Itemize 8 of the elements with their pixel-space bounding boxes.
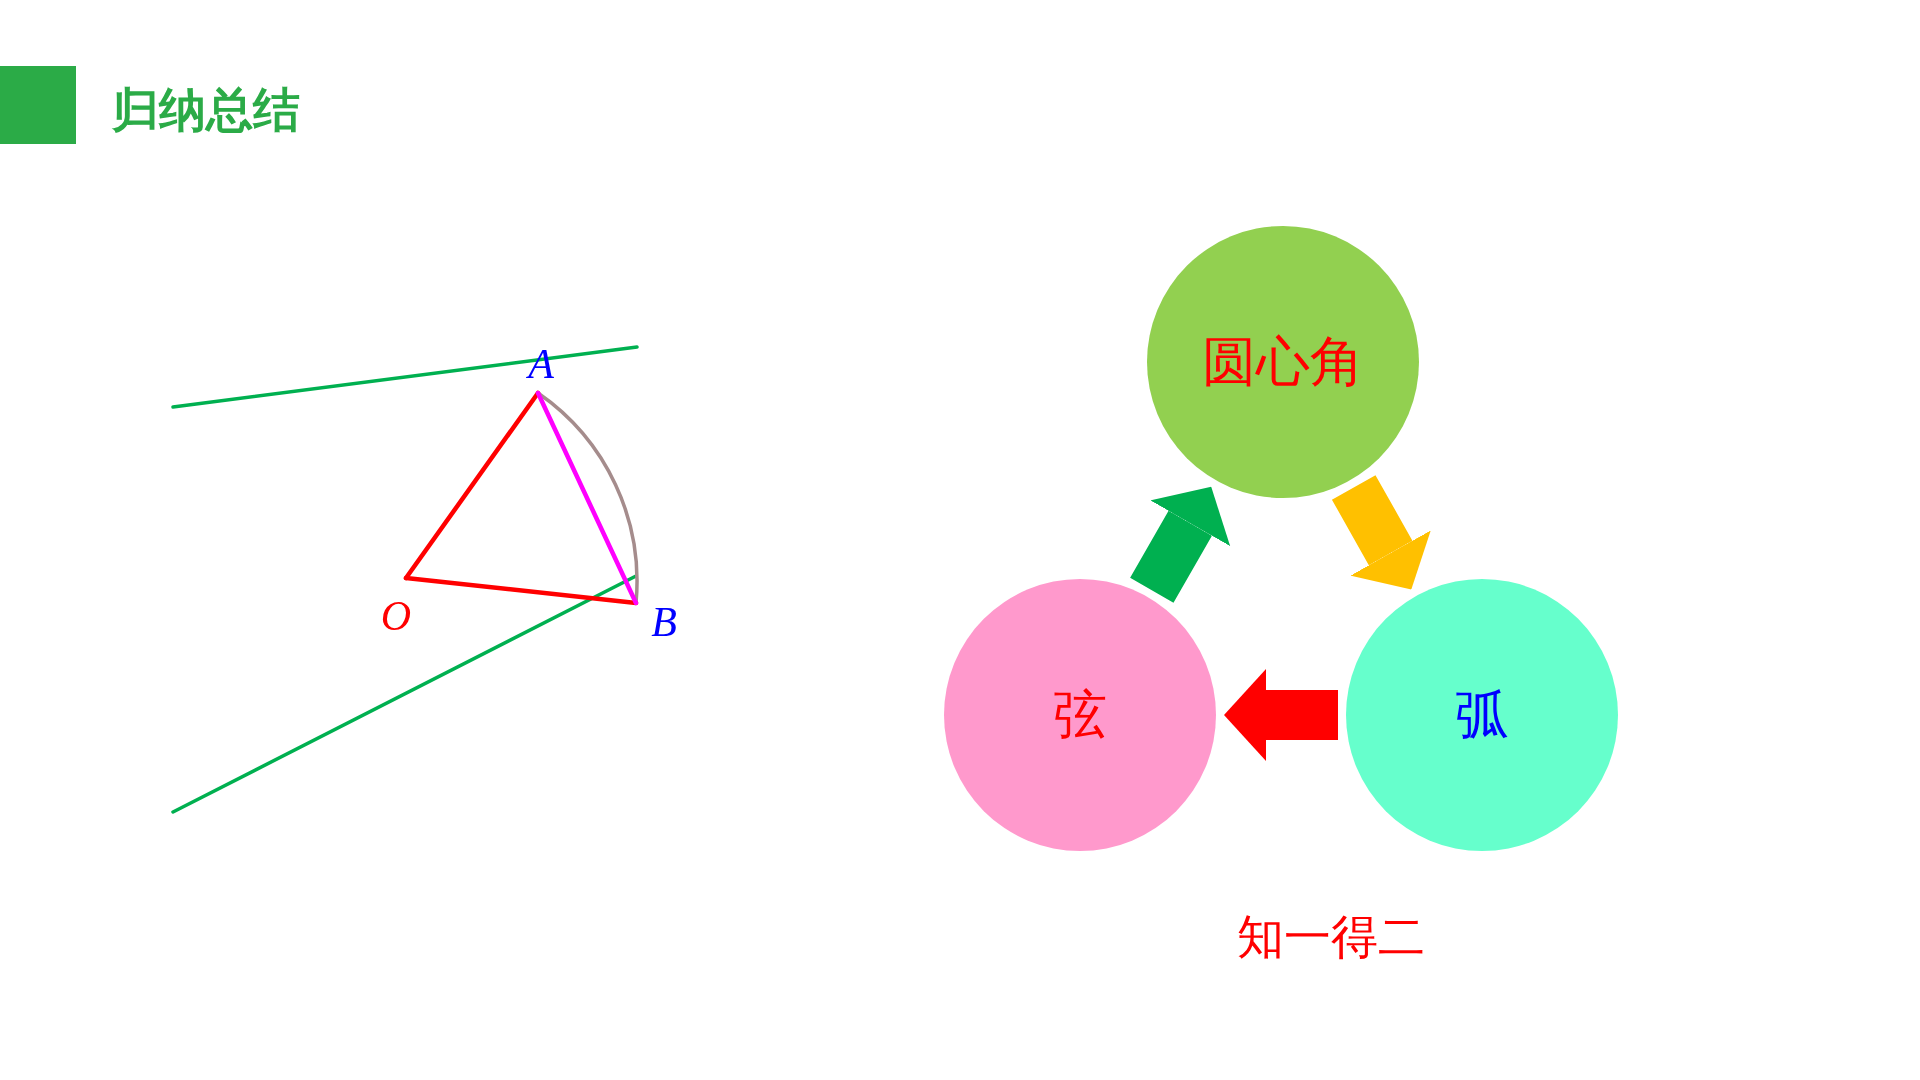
point-label: B (651, 601, 677, 643)
node-label: 弧 (1455, 683, 1509, 747)
node-label: 圆心角 (1202, 330, 1364, 394)
summary-text: 知一得二 (1237, 911, 1425, 963)
slide-title: 归纳总结 (112, 82, 300, 139)
arrow (1224, 669, 1338, 761)
point-label: O (380, 595, 412, 637)
node-label: 弦 (1053, 683, 1107, 747)
